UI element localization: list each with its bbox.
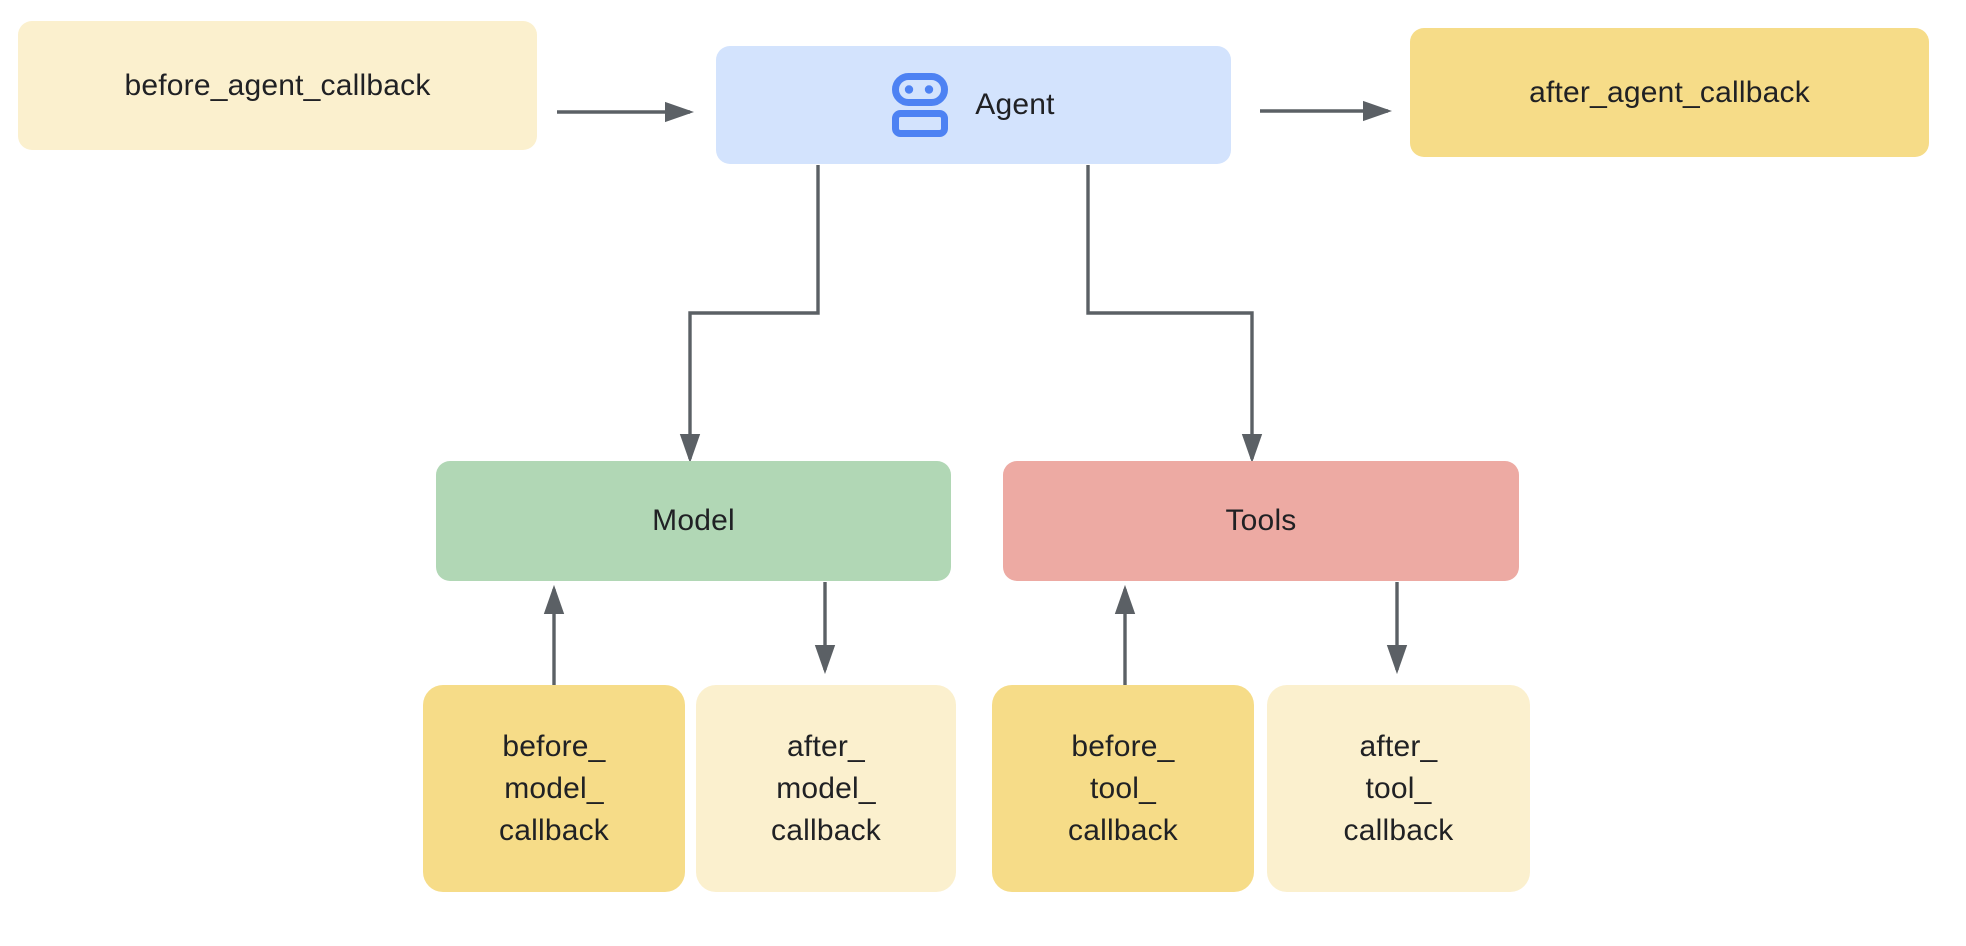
node-tools: Tools [1003, 461, 1519, 581]
before-agent-callback-label: before_agent_callback [124, 68, 431, 102]
before-model-callback-label: before_ model_ callback [499, 729, 609, 847]
robot-icon [892, 73, 949, 137]
arrow-agent-to-tools [1086, 165, 1263, 464]
after-tool-callback-label: after_ tool_ callback [1343, 729, 1454, 847]
node-after-agent-callback: after_agent_callback [1410, 28, 1929, 157]
node-before-agent-callback: before_agent_callback [18, 21, 537, 150]
arrow-agent-to-model [679, 165, 820, 464]
before-tool-callback-label: before_ tool_ callback [1068, 729, 1178, 847]
node-before-tool-callback: before_ tool_ callback [992, 685, 1254, 892]
node-before-model-callback: before_ model_ callback [423, 685, 685, 892]
node-after-tool-callback: after_ tool_ callback [1267, 685, 1530, 892]
tools-label: Tools [1225, 504, 1297, 537]
agent-label: Agent [975, 88, 1055, 121]
after-model-callback-label: after_ model_ callback [771, 729, 881, 847]
model-label: Model [652, 504, 735, 537]
after-agent-callback-label: after_agent_callback [1529, 75, 1810, 109]
node-agent: Agent [716, 46, 1231, 164]
node-model: Model [436, 461, 951, 581]
node-after-model-callback: after_ model_ callback [696, 685, 956, 892]
